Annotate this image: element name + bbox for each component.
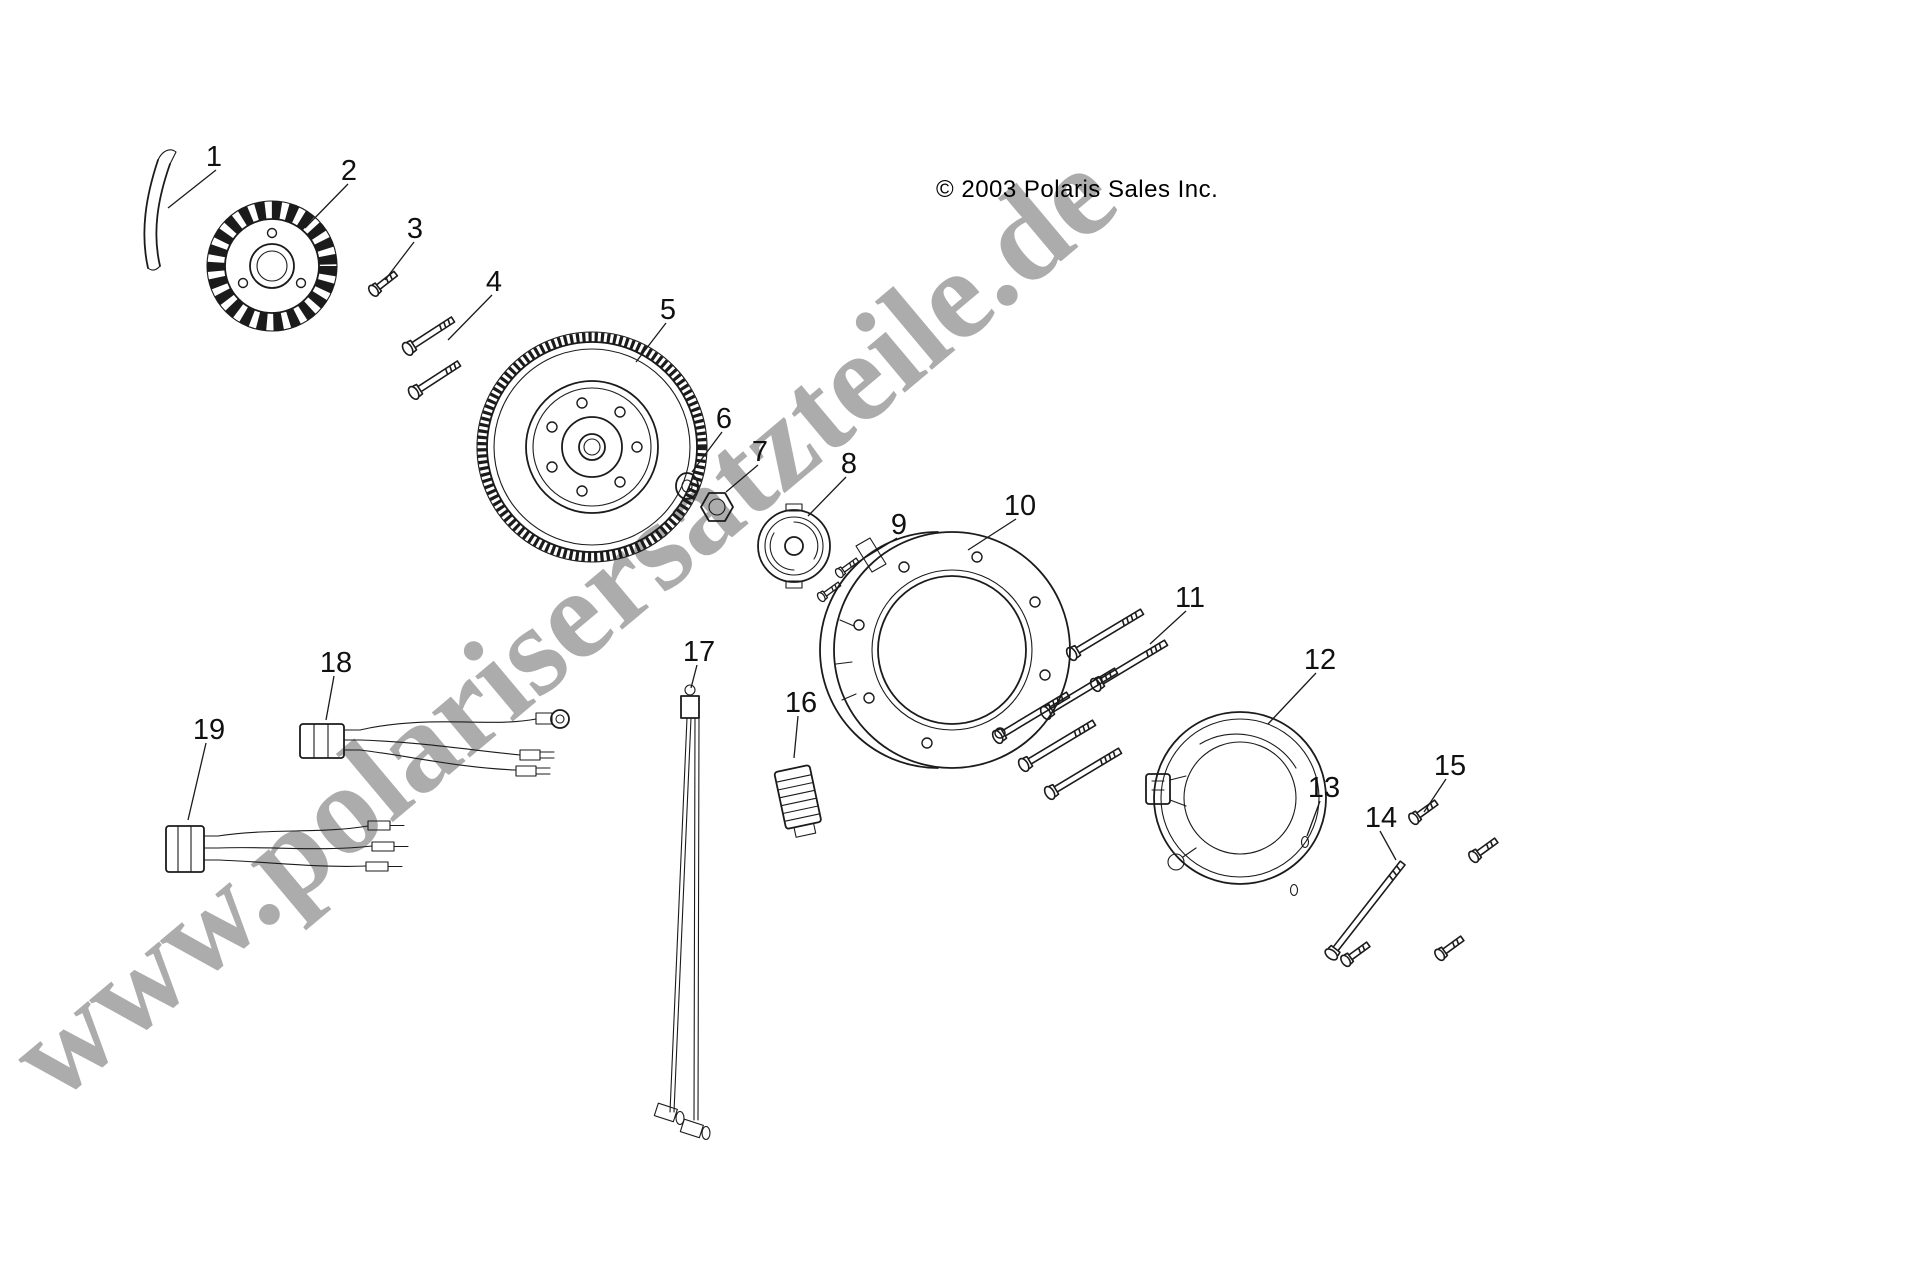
part-17-oil-lines [653, 684, 711, 1141]
callout-6: 6 [691, 403, 732, 473]
callout-3-label: 3 [407, 213, 423, 245]
callout-16-label: 16 [785, 687, 817, 719]
callout-1-label: 1 [206, 141, 222, 173]
part-6-washer [675, 472, 699, 500]
callout-2: 2 [304, 155, 357, 229]
part-1-bracket [143, 149, 177, 271]
callout-17-label: 17 [683, 636, 715, 668]
callout-2-label: 2 [341, 155, 357, 187]
part-18-wire-harness [299, 709, 570, 777]
callout-18: 18 [320, 647, 352, 721]
callout-19-label: 19 [193, 714, 225, 746]
callout-5: 5 [635, 294, 676, 363]
callout-18-label: 18 [320, 647, 352, 679]
part-8-starter-cup [757, 503, 831, 589]
callout-10: 10 [967, 490, 1036, 551]
callout-8-label: 8 [841, 448, 857, 480]
callout-3: 3 [384, 213, 423, 281]
part-10-stator-housing [819, 531, 1071, 769]
part-3-screw [365, 267, 401, 299]
part-2-stator [206, 200, 338, 332]
callout-12-label: 12 [1304, 644, 1336, 676]
callout-17: 17 [683, 636, 715, 689]
callout-15-label: 15 [1434, 750, 1466, 782]
part-11-bolts [989, 604, 1171, 802]
callout-5-label: 5 [660, 294, 676, 326]
part-14-bolt [1322, 857, 1409, 963]
callout-14-label: 14 [1365, 802, 1397, 834]
callout-11-label: 11 [1175, 582, 1205, 614]
callout-13-label: 13 [1308, 772, 1340, 804]
callout-16: 16 [785, 687, 817, 759]
callout-1: 1 [167, 141, 222, 209]
callout-7: 7 [725, 436, 768, 493]
callout-13: 13 [1306, 772, 1340, 837]
part-7-nut [700, 492, 734, 522]
callout-9-label: 9 [891, 509, 907, 541]
part-16-regulator [773, 764, 822, 838]
part-4-bolts [399, 312, 464, 402]
callout-19: 19 [187, 714, 225, 821]
part-12-cover [1145, 711, 1327, 885]
callout-4: 4 [447, 266, 502, 341]
callout-6-label: 6 [716, 403, 732, 435]
callout-7-label: 7 [752, 436, 768, 468]
callout-8: 8 [807, 448, 857, 517]
callout-9: 9 [857, 509, 907, 563]
callout-12: 12 [1267, 644, 1336, 725]
part-15-screws [1338, 796, 1501, 969]
part-5-flywheel [476, 331, 708, 563]
part-19-wire-harness [165, 820, 409, 873]
part-9-screws [815, 555, 861, 604]
callout-14: 14 [1365, 802, 1397, 861]
callout-10-label: 10 [1004, 490, 1036, 522]
copyright-text: © 2003 Polaris Sales Inc. [936, 176, 1219, 203]
part-13-pins [1289, 835, 1310, 897]
callout-4-label: 4 [486, 266, 502, 298]
callout-15: 15 [1423, 750, 1466, 813]
callout-11: 11 [1149, 582, 1205, 645]
